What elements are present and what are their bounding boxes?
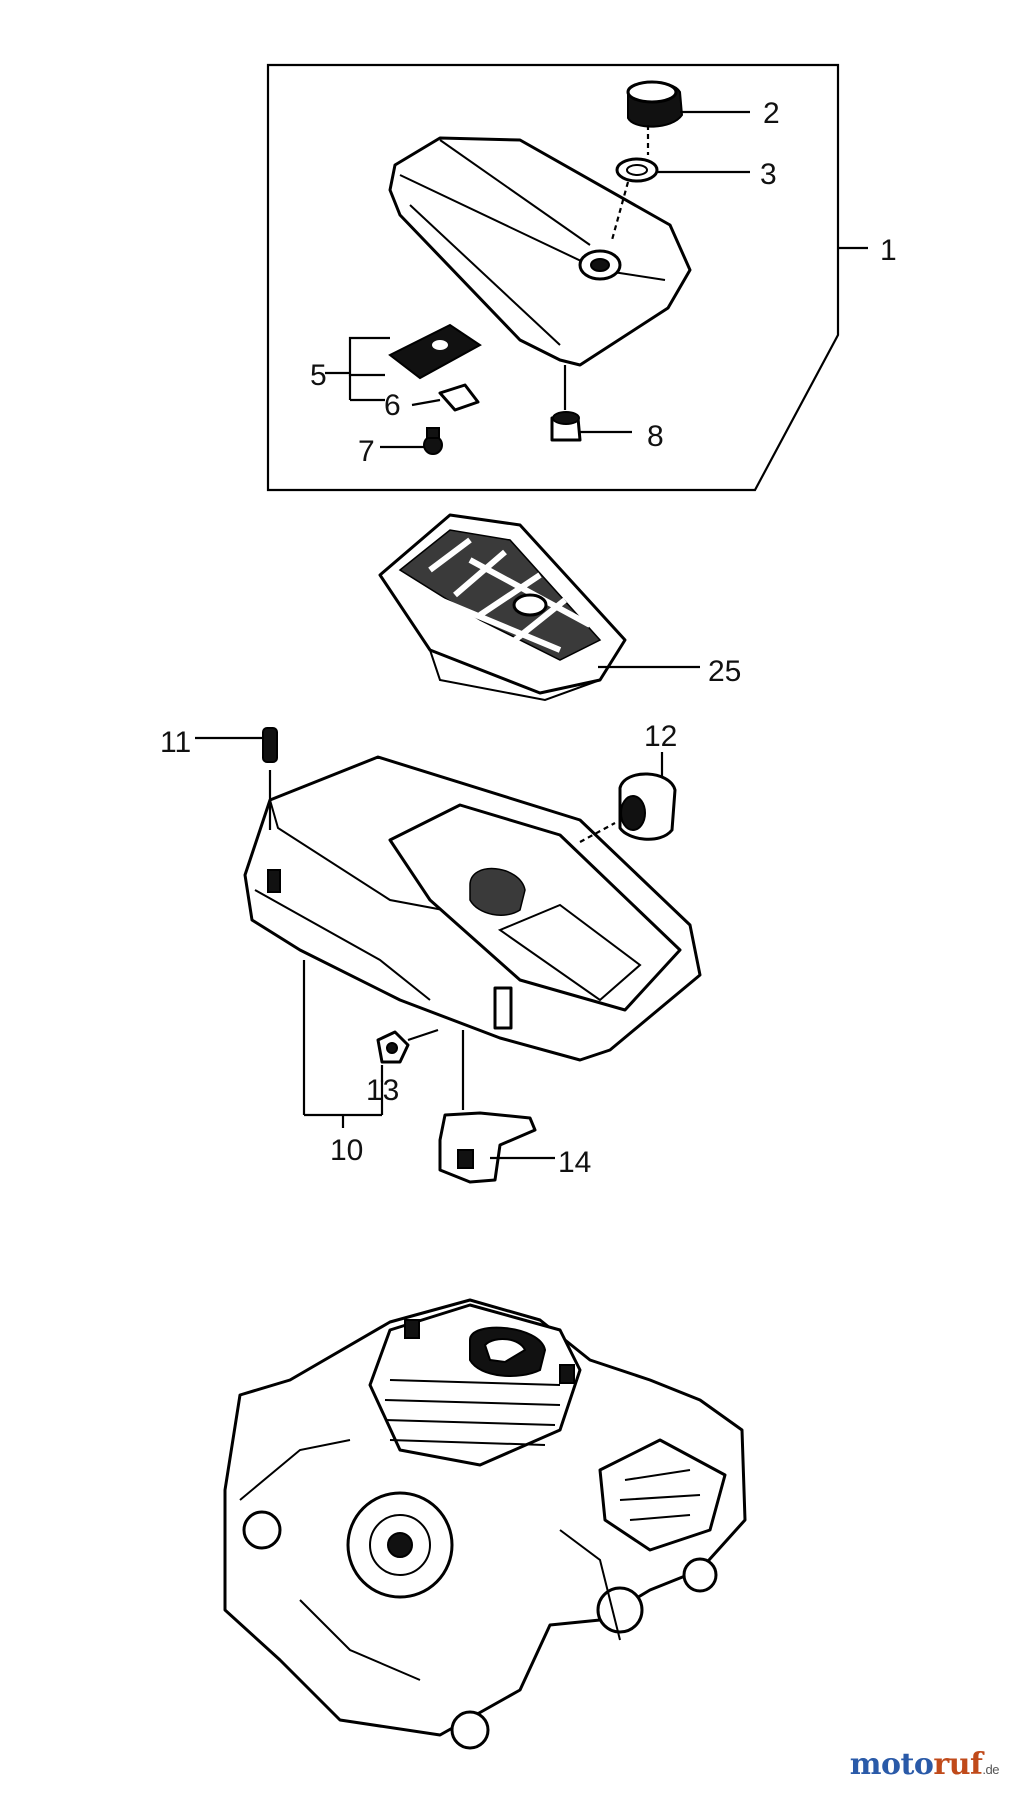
callout-25: 25	[708, 655, 741, 688]
callout-10: 10	[330, 1134, 363, 1167]
knob-part-2	[626, 80, 750, 155]
pad-part-6	[411, 383, 480, 412]
callout-3: 3	[760, 158, 777, 191]
callout-5: 5	[310, 359, 327, 392]
callout-7: 7	[358, 435, 375, 468]
callout-12: 12	[644, 720, 677, 753]
brand-logo: motoruf.de	[849, 1747, 1000, 1782]
nut-part-8	[550, 365, 632, 442]
callout-13: 13	[366, 1074, 399, 1107]
brand-part-2: ruf	[933, 1747, 983, 1782]
screw-part-11	[195, 727, 278, 830]
callout-6: 6	[384, 389, 401, 422]
brand-part-3: .de	[982, 1762, 999, 1777]
group-1-frame	[266, 63, 868, 492]
callout-11: 11	[160, 726, 191, 759]
engine-crankcase-assembly	[223, 1298, 747, 1750]
grommet-part-12	[579, 752, 677, 843]
callout-14: 14	[558, 1146, 591, 1179]
callout-1: 1	[880, 234, 897, 267]
clip-part-5	[325, 323, 482, 402]
air-filter-part-25	[378, 513, 700, 702]
top-housing-part-10	[243, 755, 702, 1128]
washer-part-3	[610, 157, 750, 241]
screw-part-7	[380, 427, 443, 455]
callout-labels: 1 2 3 5 6 7 8 25 11 12 13 10 14	[160, 97, 897, 1179]
nut-part-13	[376, 1028, 439, 1082]
callout-8: 8	[647, 420, 664, 453]
latch-part-14	[438, 1030, 555, 1184]
brand-part-1: moto	[849, 1747, 934, 1782]
filter-cover-part	[388, 136, 692, 367]
callout-2: 2	[763, 97, 780, 130]
